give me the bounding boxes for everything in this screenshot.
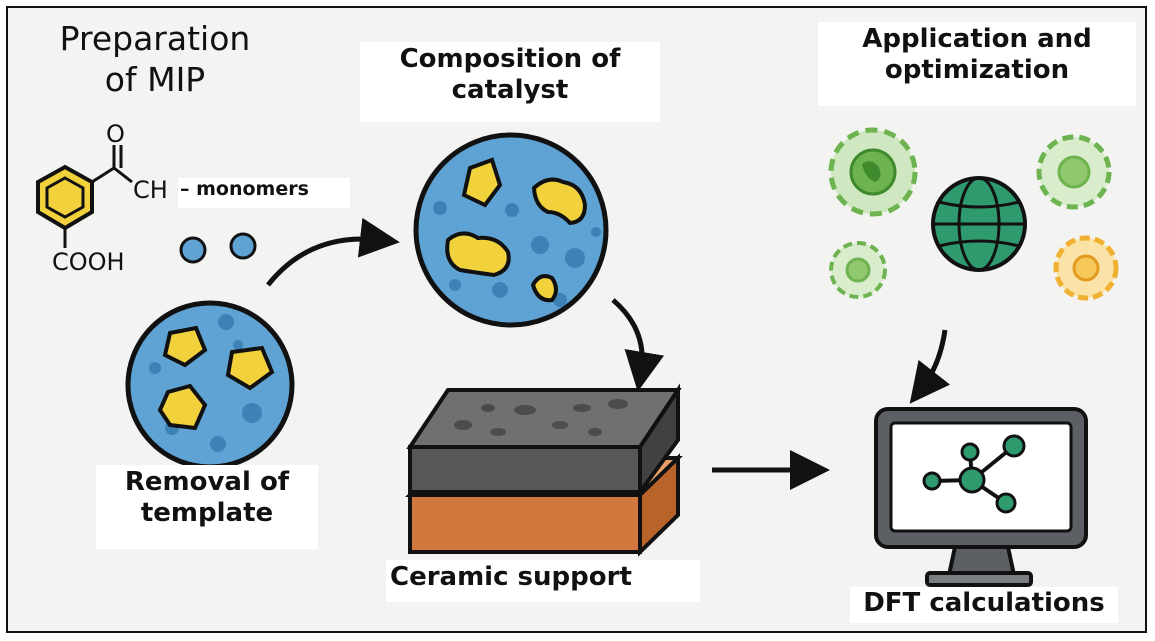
carbonyl-oxygen-label: O	[106, 120, 125, 148]
ceramic-support-title: Ceramic support	[386, 560, 700, 602]
monitor-icon	[874, 407, 1088, 587]
arrow-icon	[611, 298, 665, 392]
arrow-icon	[909, 329, 951, 404]
benzene-ring-icon	[36, 145, 133, 248]
application-title: Application and optimization	[818, 22, 1136, 106]
composition-title: Composition of catalyst	[360, 42, 660, 122]
monomers-label: – monomers	[178, 178, 350, 208]
removal-title: Removal of template	[96, 465, 318, 549]
monomer-dot	[229, 232, 257, 260]
arrow-icon	[266, 217, 400, 287]
preparation-title: Preparation of MIP	[59, 19, 251, 100]
virus-icon	[1053, 235, 1119, 301]
virus-icon	[1036, 134, 1112, 210]
template-particle-icon	[125, 300, 295, 470]
molecule-network-icon	[922, 434, 1026, 514]
monomer-dot	[179, 236, 207, 264]
dft-title: DFT calculations	[850, 587, 1118, 623]
virus-icon	[829, 241, 887, 299]
ch-label: CH	[133, 176, 168, 204]
cooh-label: COOH	[52, 248, 125, 276]
ceramic-support-icon	[405, 383, 683, 557]
catalyst-particle-icon	[413, 132, 609, 328]
virus-icon	[828, 127, 918, 217]
globe-icon	[931, 176, 1027, 272]
